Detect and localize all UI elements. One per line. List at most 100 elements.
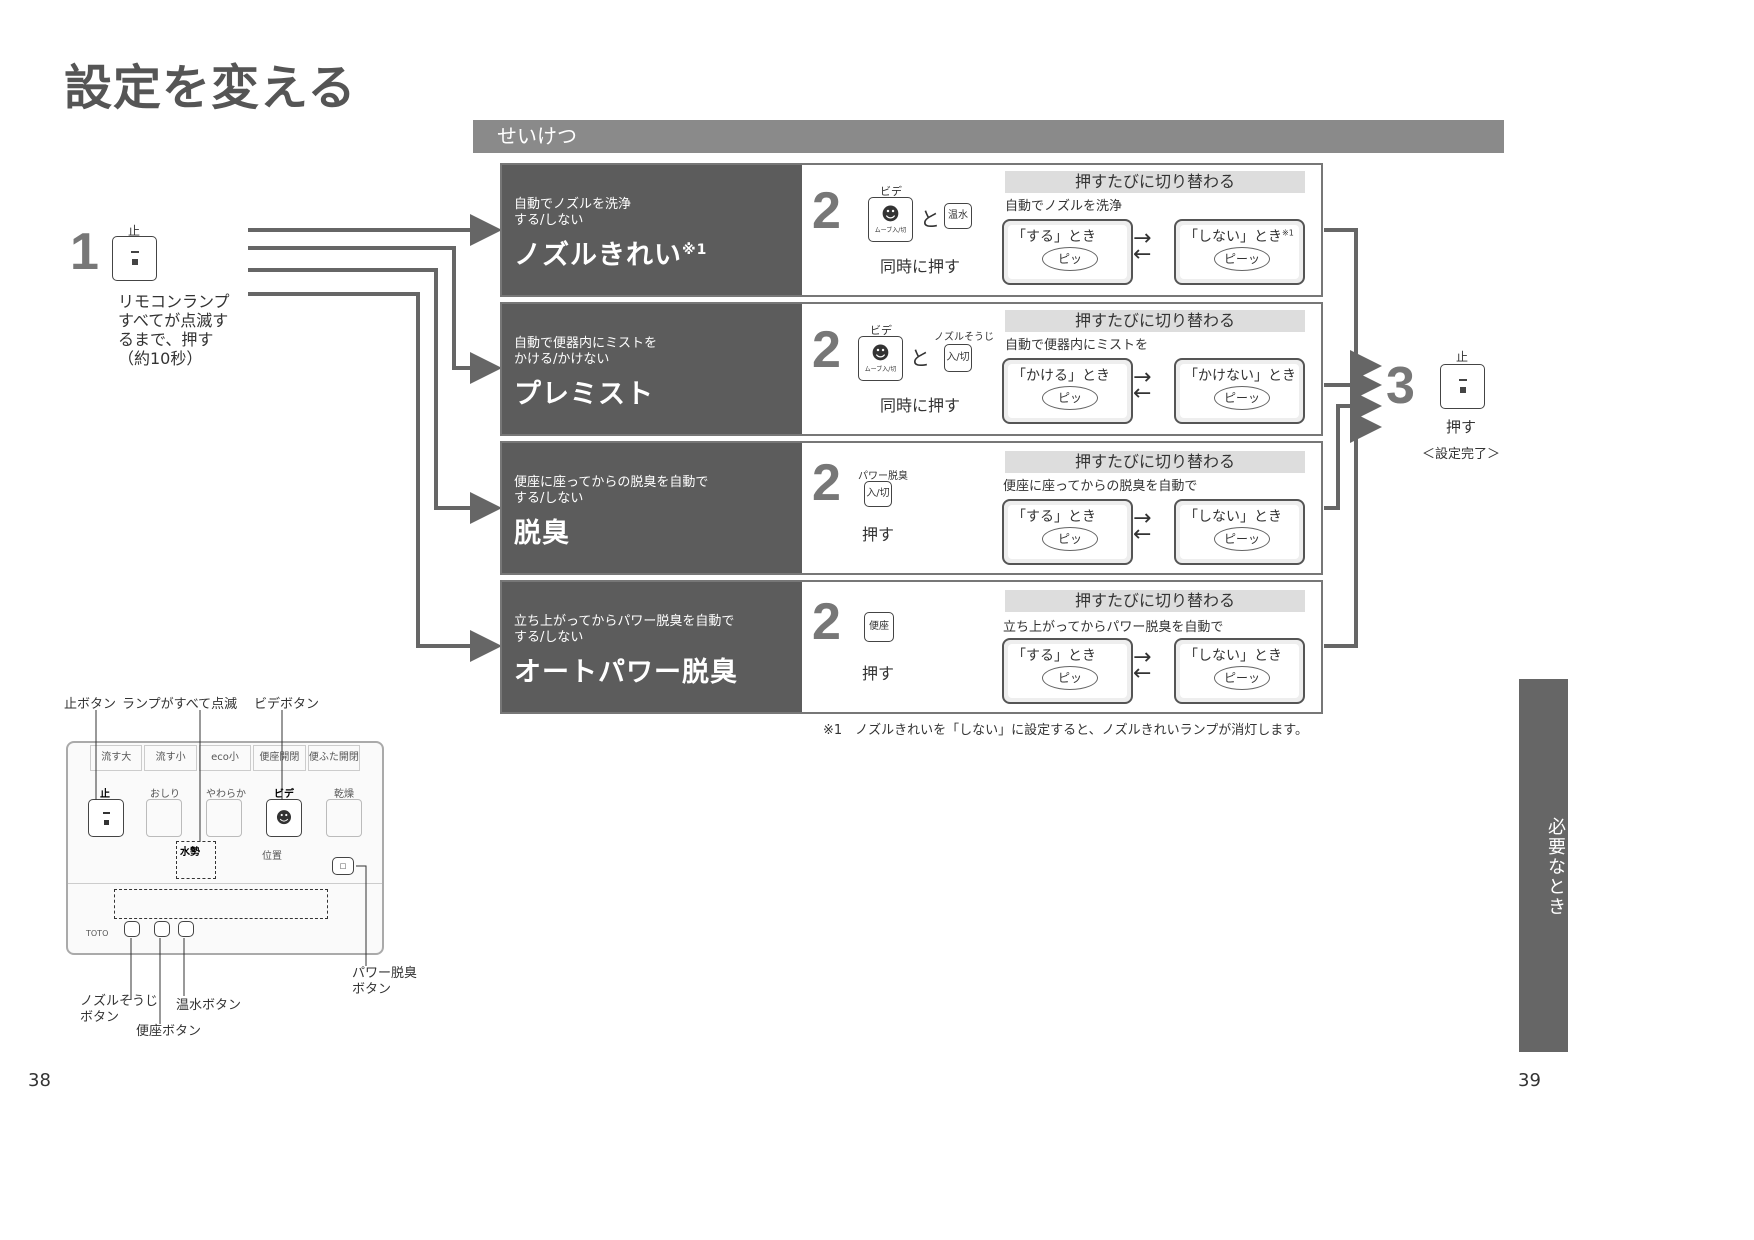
label-nozzle-clean-button: ノズルそうじボタン (80, 994, 159, 1025)
bidet-button-icon: ☻ ムーブ入/切 (868, 197, 913, 242)
warm-water-button-icon: 温水 (944, 203, 972, 229)
settings-complete: ＜設定完了＞ (1422, 447, 1501, 462)
action-text: 押す (862, 664, 895, 683)
setting-desc: 立ち上がってからパワー脱臭を自動で (514, 614, 735, 629)
remote-power-deodorize-button: □ (332, 857, 354, 875)
label-seat-button: 便座ボタン (136, 1024, 202, 1039)
option-on-box: 「する」とき ピッ (1002, 219, 1133, 285)
bidet-caption: ビデ (870, 324, 892, 337)
setting-title-block: 立ち上がってからパワー脱臭を自動で する/しない オートパワー脱臭 (502, 582, 802, 712)
remote-stop-button (88, 799, 124, 837)
stop-button-icon (112, 236, 157, 281)
setting-desc-2: かける/かけない (514, 352, 610, 367)
beep-short: ピッ (1042, 386, 1098, 410)
beep-short: ピッ (1042, 247, 1098, 271)
setting-row-premist: 自動で便器内にミストを かける/かけない プレミスト 2 ビデ ☻ ムーブ入/切… (500, 302, 1323, 436)
beep-long: ピーッ (1214, 666, 1270, 690)
step-3-number: 3 (1386, 357, 1415, 415)
toggle-heading: 押すたびに切り替わる (1005, 451, 1305, 473)
label-bidet-button: ビデボタン (254, 697, 320, 712)
option-off-box: 「しない」とき ピーッ (1174, 499, 1305, 565)
lid-open-close-button: 便ふた開閉 (307, 745, 361, 771)
setting-row-deodorize: 便座に座ってからの脱臭を自動で する/しない 脱臭 2 パワー脱臭 入/切 押す… (500, 441, 1323, 575)
eco-small-button: eco小 (198, 745, 252, 771)
brand-logo: TOTO (86, 929, 109, 938)
power-deodorize-caption: パワー脱臭 (858, 471, 908, 482)
position-caption: 位置 (262, 851, 282, 862)
stop-button-caption: 止 (1456, 350, 1469, 364)
toggle-desc: 自動でノズルを洗浄 (1005, 199, 1123, 214)
toggle-arrows-icon: →← (1133, 365, 1152, 406)
label-power-deodorize-button: パワー脱臭ボタン (352, 966, 418, 997)
bidet-button-icon: ☻ ムーブ入/切 (858, 336, 903, 381)
conjunction: と (920, 207, 940, 231)
setting-desc: 自動で便器内にミストを (514, 336, 658, 351)
remote-bidet-button: ☻ (266, 799, 302, 837)
water-pressure-caption: 水勢 (180, 847, 200, 858)
remote-soft-button (206, 799, 242, 837)
setting-title-block: 自動で便器内にミストを かける/かけない プレミスト (502, 304, 802, 434)
dry-caption: 乾燥 (334, 789, 354, 800)
seat-button-icon: 便座 (864, 612, 894, 642)
flush-small-button: 流す小 (144, 745, 197, 771)
setting-desc-2: する/しない (514, 630, 584, 645)
page-title: 設定を変える (64, 60, 357, 116)
setting-desc: 自動でノズルを洗浄 (514, 197, 632, 212)
nozzle-clean-caption: ノズルそうじ (934, 332, 994, 343)
label-lamps-blink: ランプがすべて点滅 (122, 697, 238, 712)
water-pressure-lamps (176, 841, 216, 879)
setting-title-block: 便座に座ってからの脱臭を自動で する/しない 脱臭 (502, 443, 802, 573)
setting-desc-2: する/しない (514, 213, 584, 228)
remote-oshiri-button (146, 799, 182, 837)
step-2-number: 2 (812, 454, 841, 512)
option-on-box: 「する」とき ピッ (1002, 499, 1133, 565)
remote-warm-water-button (178, 921, 194, 937)
soft-caption: やわらか (206, 789, 246, 800)
option-off-box: 「しない」とき ピーッ (1174, 638, 1305, 704)
step-1-number: 1 (70, 223, 99, 281)
beep-long: ピーッ (1214, 247, 1270, 271)
remote-callout-lines (95, 710, 367, 1024)
setting-name: オートパワー脱臭 (514, 657, 738, 688)
setting-lamps-group (114, 889, 328, 919)
setting-desc: 便座に座ってからの脱臭を自動で (514, 475, 709, 490)
stop-button-caption: 止 (128, 224, 141, 238)
stop-button-icon (1440, 364, 1485, 409)
option-off-label: 「しない」とき (1184, 509, 1282, 525)
seat-open-close-button: 便座開閉 (253, 745, 306, 771)
setting-name: 脱臭 (514, 518, 570, 549)
step-2-number: 2 (812, 321, 841, 379)
bidet-caption: ビデ (274, 789, 294, 800)
label-warm-water-button: 温水ボタン (176, 998, 242, 1013)
flush-large-button: 流す大 (90, 745, 143, 771)
toggle-desc: 自動で便器内にミストを (1005, 338, 1149, 353)
option-on-label: 「する」とき (1012, 509, 1096, 525)
toggle-arrows-icon: →← (1133, 506, 1152, 547)
remote-dry-button (326, 799, 362, 837)
toggle-desc: 立ち上がってからパワー脱臭を自動で (1003, 620, 1224, 635)
beep-long: ピーッ (1214, 386, 1270, 410)
label-stop-button: 止ボタン (64, 697, 117, 712)
beep-short: ピッ (1042, 527, 1098, 551)
option-on-box: 「する」とき ピッ (1002, 638, 1133, 704)
option-on-label: 「する」とき (1012, 229, 1096, 245)
setting-row-auto-power-deodorize: 立ち上がってからパワー脱臭を自動で する/しない オートパワー脱臭 2 便座 押… (500, 580, 1323, 714)
power-deodorize-button-icon: 入/切 (864, 481, 892, 507)
setting-row-nozzle-clean: 自動でノズルを洗浄 する/しない ノズルきれい※1 2 ビデ ☻ ムーブ入/切 … (500, 163, 1323, 297)
remote-divider (68, 883, 382, 884)
step-2-number: 2 (812, 593, 841, 651)
bidet-caption: ビデ (880, 185, 902, 198)
section-header: せいけつ (473, 120, 1504, 153)
action-text: 押す (862, 525, 895, 544)
toggle-desc: 便座に座ってからの脱臭を自動で (1003, 479, 1198, 494)
toggle-arrows-icon: →← (1133, 226, 1152, 267)
flow-arrows (248, 214, 1382, 662)
footnote: ※1 ノズルきれいを「しない」に設定すると、ノズルきれいランプが消灯します。 (823, 723, 1308, 738)
remote-top-buttons: 流す大 流す小 eco小 便座開閉 便ふた開閉 (90, 745, 361, 771)
option-on-label: 「する」とき (1012, 648, 1096, 664)
nozzle-clean-button-icon: 入/切 (944, 344, 972, 372)
toggle-heading: 押すたびに切り替わる (1005, 171, 1305, 193)
oshiri-caption: おしり (150, 789, 180, 800)
setting-name: プレミスト (514, 379, 654, 410)
page-number-left: 38 (28, 1070, 51, 1091)
